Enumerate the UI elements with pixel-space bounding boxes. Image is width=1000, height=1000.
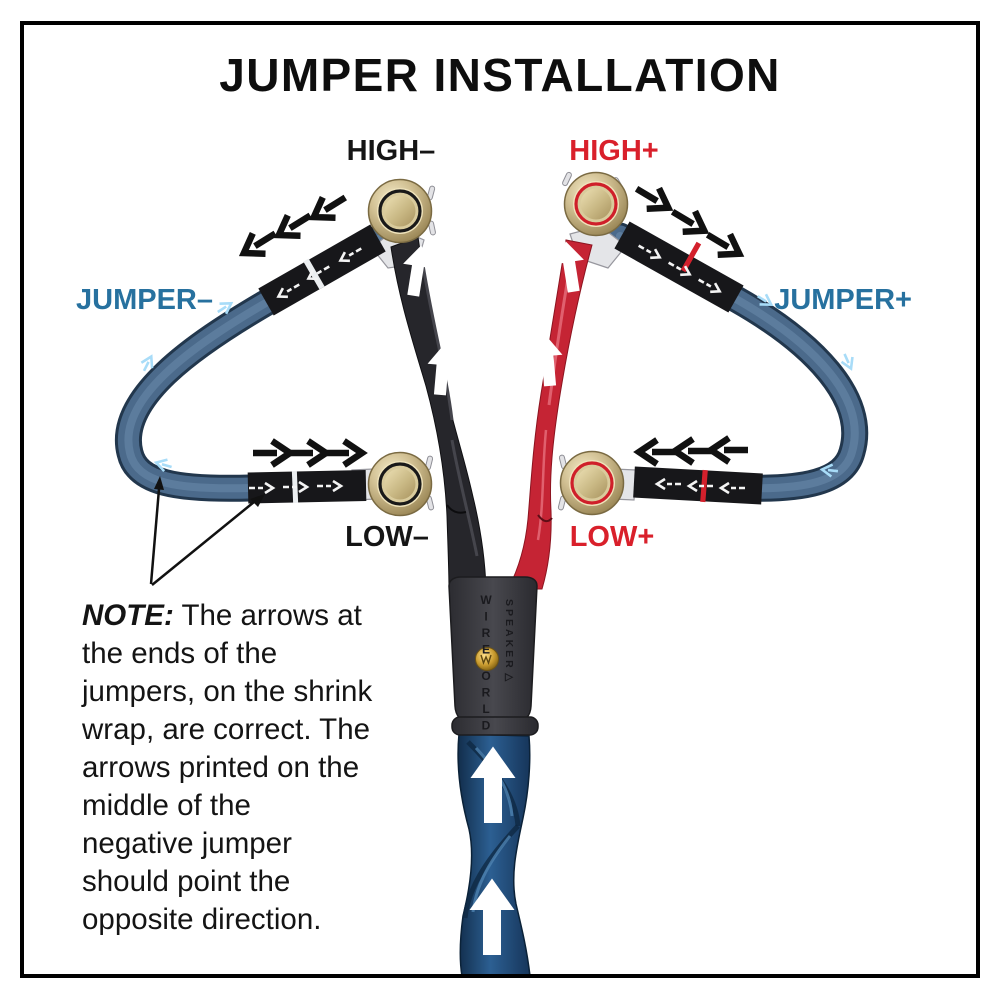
- terminal-low-plus: [557, 450, 625, 516]
- label-high-plus: HIGH+: [569, 135, 658, 167]
- label-jumper-minus: JUMPER–: [76, 284, 213, 316]
- note-callout-arrows: [149, 476, 265, 586]
- label-high-minus: HIGH–: [347, 135, 436, 167]
- note-line: wrap, are correct. The: [82, 713, 371, 746]
- note-line: NOTE: The arrows at: [82, 597, 442, 635]
- wrap-gap-ring: [303, 258, 325, 290]
- note-block: NOTE: The arrows at the ends of the jump…: [82, 597, 442, 939]
- note-label: NOTE:: [82, 599, 174, 632]
- note-line: middle of the: [82, 789, 251, 822]
- note-text: The arrows at: [181, 599, 362, 632]
- main-speaker-cable: [457, 733, 531, 977]
- label-low-plus: LOW+: [570, 521, 655, 553]
- page-title: JUMPER INSTALLATION: [219, 49, 781, 101]
- note-line: opposite direction.: [82, 903, 322, 936]
- note-line: jumpers, on the shrink: [82, 675, 373, 708]
- negative-jumper-cable: [114, 225, 392, 502]
- red-polarity-band: [680, 241, 702, 273]
- note-line: should point the: [82, 865, 291, 898]
- note-line: negative jumper: [82, 827, 292, 860]
- splitter-brand-bottom: ORLD: [479, 669, 493, 735]
- label-jumper-plus: JUMPER+: [774, 284, 912, 316]
- shrink-wraps: [247, 221, 763, 505]
- terminal-high-minus: [367, 178, 437, 244]
- terminal-low-minus: [367, 451, 435, 517]
- direction-arrows-low-minus: [253, 441, 362, 465]
- positive-jumper-cable: [606, 222, 869, 502]
- label-low-minus: LOW–: [345, 521, 429, 553]
- splitter-brand-top: WIRE: [479, 593, 493, 659]
- note-line: arrows printed on the: [82, 751, 360, 784]
- cable-splitter: [448, 576, 539, 736]
- splitter-side-label: SPEAKER▷: [503, 599, 515, 686]
- note-line: the ends of the: [82, 637, 278, 670]
- direction-arrows-low-plus: [639, 438, 748, 464]
- terminal-high-plus: [561, 171, 629, 237]
